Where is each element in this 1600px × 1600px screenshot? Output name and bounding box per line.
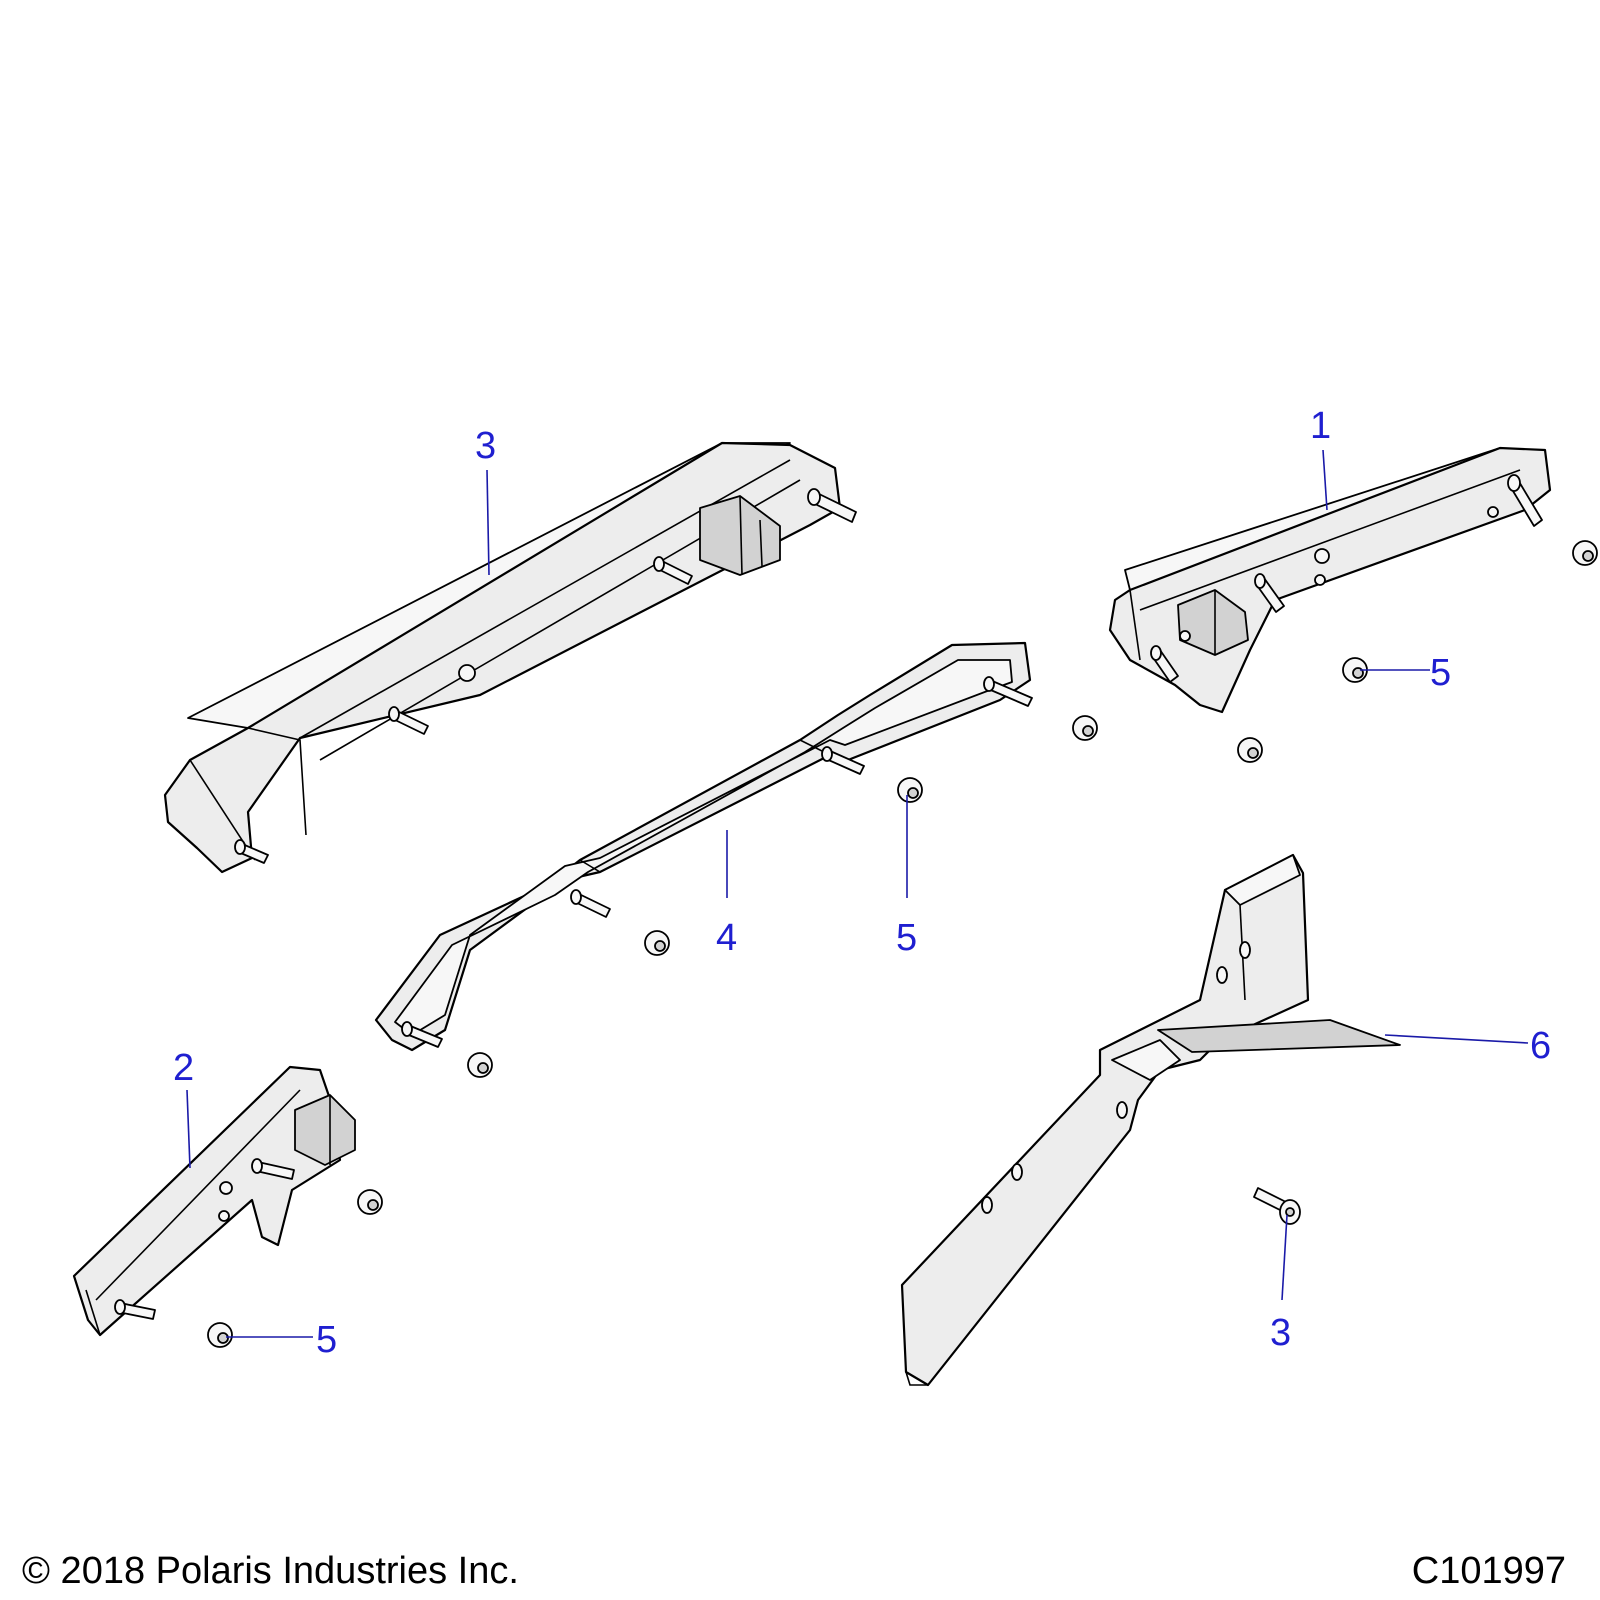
stud: [114, 1299, 156, 1320]
callout-2: 2: [173, 1047, 194, 1089]
nut: [207, 1322, 233, 1348]
nut: [897, 777, 923, 803]
leader-3b: [1281, 1214, 1288, 1301]
stud: [251, 1158, 295, 1180]
leader-3a: [486, 469, 490, 576]
callout-5-right: 5: [1430, 652, 1451, 694]
stud: [1150, 645, 1179, 683]
stud: [570, 889, 611, 918]
stud: [388, 706, 429, 735]
nut: [357, 1189, 383, 1215]
stud: [1507, 474, 1543, 527]
stud: [234, 839, 269, 864]
nut: [1237, 737, 1263, 763]
callout-3-taillight: 3: [475, 425, 496, 467]
part-long-taillight: [163, 441, 857, 874]
figure-id: C101997: [1411, 1550, 1566, 1592]
stud: [653, 556, 693, 585]
part-left-taillight: [72, 1065, 356, 1337]
callout-3-screw: 3: [1270, 1312, 1291, 1354]
callout-5-center: 5: [896, 917, 917, 959]
part-screw: [1253, 1187, 1301, 1225]
nut: [467, 1052, 493, 1078]
nut: [1072, 715, 1098, 741]
part-right-taillight: [1108, 446, 1552, 714]
stud: [401, 1021, 443, 1048]
part-gasket: [374, 641, 1033, 1052]
callout-1: 1: [1310, 405, 1331, 447]
callout-4: 4: [716, 917, 737, 959]
nut: [1572, 540, 1598, 566]
leader-2: [186, 1089, 191, 1169]
leader-6: [1384, 1034, 1529, 1044]
stud: [821, 746, 865, 775]
callout-5-left: 5: [316, 1319, 337, 1361]
stud: [983, 676, 1033, 707]
nut: [644, 930, 670, 956]
stud: [807, 488, 857, 523]
leader-1: [1322, 449, 1328, 511]
stud: [1254, 573, 1285, 613]
copyright-notice: © 2018 Polaris Industries Inc.: [22, 1550, 519, 1592]
callout-6: 6: [1530, 1025, 1551, 1067]
part-license-bracket: [900, 853, 1401, 1387]
